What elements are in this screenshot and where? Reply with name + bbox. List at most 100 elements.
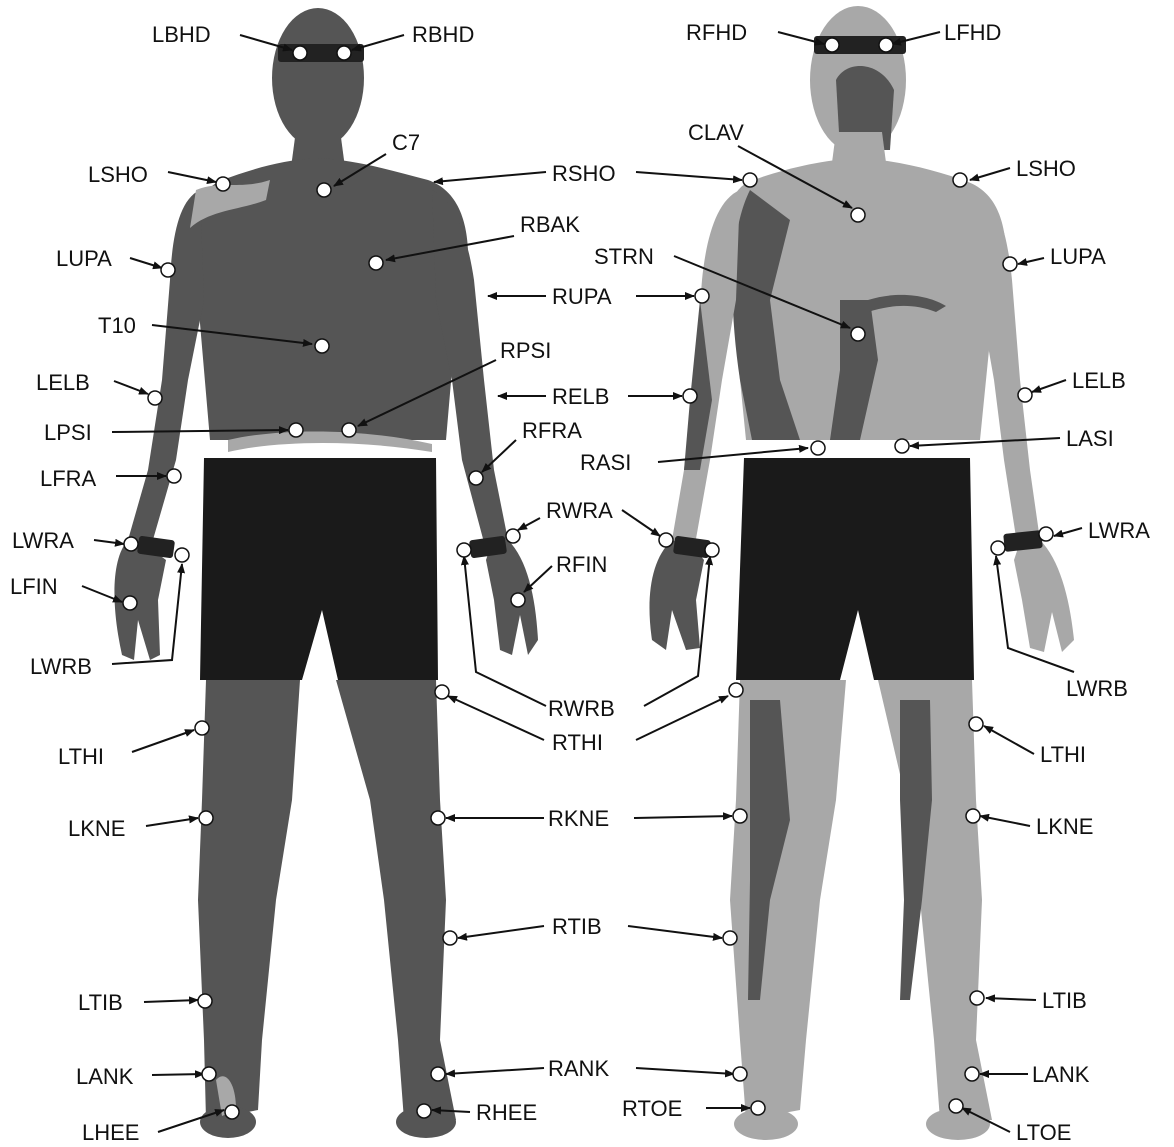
marker-dot	[457, 543, 471, 557]
label-lasi: LASI	[1066, 426, 1114, 451]
marker-dot	[431, 811, 445, 825]
marker-dot	[435, 685, 449, 699]
marker-dot	[991, 541, 1005, 555]
label-lank-back: LANK	[76, 1064, 134, 1089]
marker-dot	[161, 263, 175, 277]
marker-dot	[705, 543, 719, 557]
label-clav: CLAV	[688, 120, 744, 145]
label-lfra: LFRA	[40, 466, 97, 491]
marker-dot	[431, 1067, 445, 1081]
marker-dot	[733, 1067, 747, 1081]
marker-dot	[695, 289, 709, 303]
label-lkne-back: LKNE	[68, 816, 125, 841]
label-lank-front: LANK	[1032, 1062, 1090, 1087]
label-rfhd: RFHD	[686, 20, 747, 45]
shared-labels: RSHO RUPA RELB RWRB RTHI RKNE RTIB RANK	[548, 161, 616, 1081]
marker-dot	[369, 256, 383, 270]
marker-dot	[895, 439, 909, 453]
front-view-figure	[649, 6, 1074, 1140]
marker-dot	[851, 327, 865, 341]
marker-dot	[198, 994, 212, 1008]
marker-dot	[965, 1067, 979, 1081]
label-rtib: RTIB	[552, 914, 602, 939]
label-rthi: RTHI	[552, 730, 603, 755]
label-rfin: RFIN	[556, 552, 607, 577]
marker-dot	[825, 38, 839, 52]
label-rupa: RUPA	[552, 284, 612, 309]
marker-dot	[315, 339, 329, 353]
marker-dot	[469, 471, 483, 485]
label-lwra-front: LWRA	[1088, 518, 1150, 543]
marker-dot	[1018, 388, 1032, 402]
marker-dot	[195, 721, 209, 735]
label-lhee: LHEE	[82, 1120, 139, 1145]
marker-dot	[167, 469, 181, 483]
label-t10: T10	[98, 313, 136, 338]
label-rsho: RSHO	[552, 161, 616, 186]
marker-dot	[123, 596, 137, 610]
label-rwrb: RWRB	[548, 696, 615, 721]
marker-dot	[683, 389, 697, 403]
label-lsho-front: LSHO	[1016, 156, 1076, 181]
label-rtoe: RTOE	[622, 1096, 682, 1121]
marker-dot	[659, 533, 673, 547]
label-rbhd: RBHD	[412, 22, 474, 47]
label-lwra-back: LWRA	[12, 528, 74, 553]
label-strn: STRN	[594, 244, 654, 269]
marker-dot	[851, 208, 865, 222]
marker-dot	[293, 46, 307, 60]
label-lwrb-back: LWRB	[30, 654, 92, 679]
label-lthi-back: LTHI	[58, 744, 104, 769]
label-lelb-front: LELB	[1072, 368, 1126, 393]
label-lthi-front: LTHI	[1040, 742, 1086, 767]
marker-dot	[202, 1067, 216, 1081]
label-lsho-back: LSHO	[88, 162, 148, 187]
label-lkne-front: LKNE	[1036, 814, 1093, 839]
marker-dot	[751, 1101, 765, 1115]
marker-dot	[148, 391, 162, 405]
marker-dot	[289, 423, 303, 437]
label-lelb-back: LELB	[36, 370, 90, 395]
marker-dot	[970, 991, 984, 1005]
label-c7: C7	[392, 130, 420, 155]
marker-dot	[317, 183, 331, 197]
label-lbhd: LBHD	[152, 22, 211, 47]
label-lfin: LFIN	[10, 574, 58, 599]
marker-dot	[723, 931, 737, 945]
label-rkne: RKNE	[548, 806, 609, 831]
marker-dot	[506, 529, 520, 543]
label-lfhd: LFHD	[944, 20, 1001, 45]
marker-dot	[966, 809, 980, 823]
marker-dot	[879, 38, 893, 52]
marker-dot	[729, 683, 743, 697]
marker-dot	[124, 537, 138, 551]
marker-dot	[337, 46, 351, 60]
marker-dot	[1003, 257, 1017, 271]
marker-dot	[225, 1105, 239, 1119]
label-lupa-front: LUPA	[1050, 244, 1106, 269]
label-rasi: RASI	[580, 450, 631, 475]
label-relb: RELB	[552, 384, 609, 409]
label-rhee: RHEE	[476, 1100, 537, 1125]
label-rbak: RBAK	[520, 212, 580, 237]
marker-dot	[216, 177, 230, 191]
marker-dot	[443, 931, 457, 945]
marker-dot	[743, 173, 757, 187]
label-ltib-back: LTIB	[78, 990, 123, 1015]
label-lwrb-front: LWRB	[1066, 676, 1128, 701]
label-rank: RANK	[548, 1056, 609, 1081]
marker-dot	[953, 173, 967, 187]
label-rwra: RWRA	[546, 498, 613, 523]
label-lpsi: LPSI	[44, 420, 92, 445]
marker-dot	[733, 809, 747, 823]
marker-dot	[417, 1104, 431, 1118]
marker-dot	[949, 1099, 963, 1113]
label-rpsi: RPSI	[500, 338, 551, 363]
marker-dot	[1039, 527, 1053, 541]
label-ltib-front: LTIB	[1042, 988, 1087, 1013]
marker-dot	[811, 441, 825, 455]
marker-dot	[969, 717, 983, 731]
marker-dot	[342, 423, 356, 437]
marker-dot	[175, 548, 189, 562]
